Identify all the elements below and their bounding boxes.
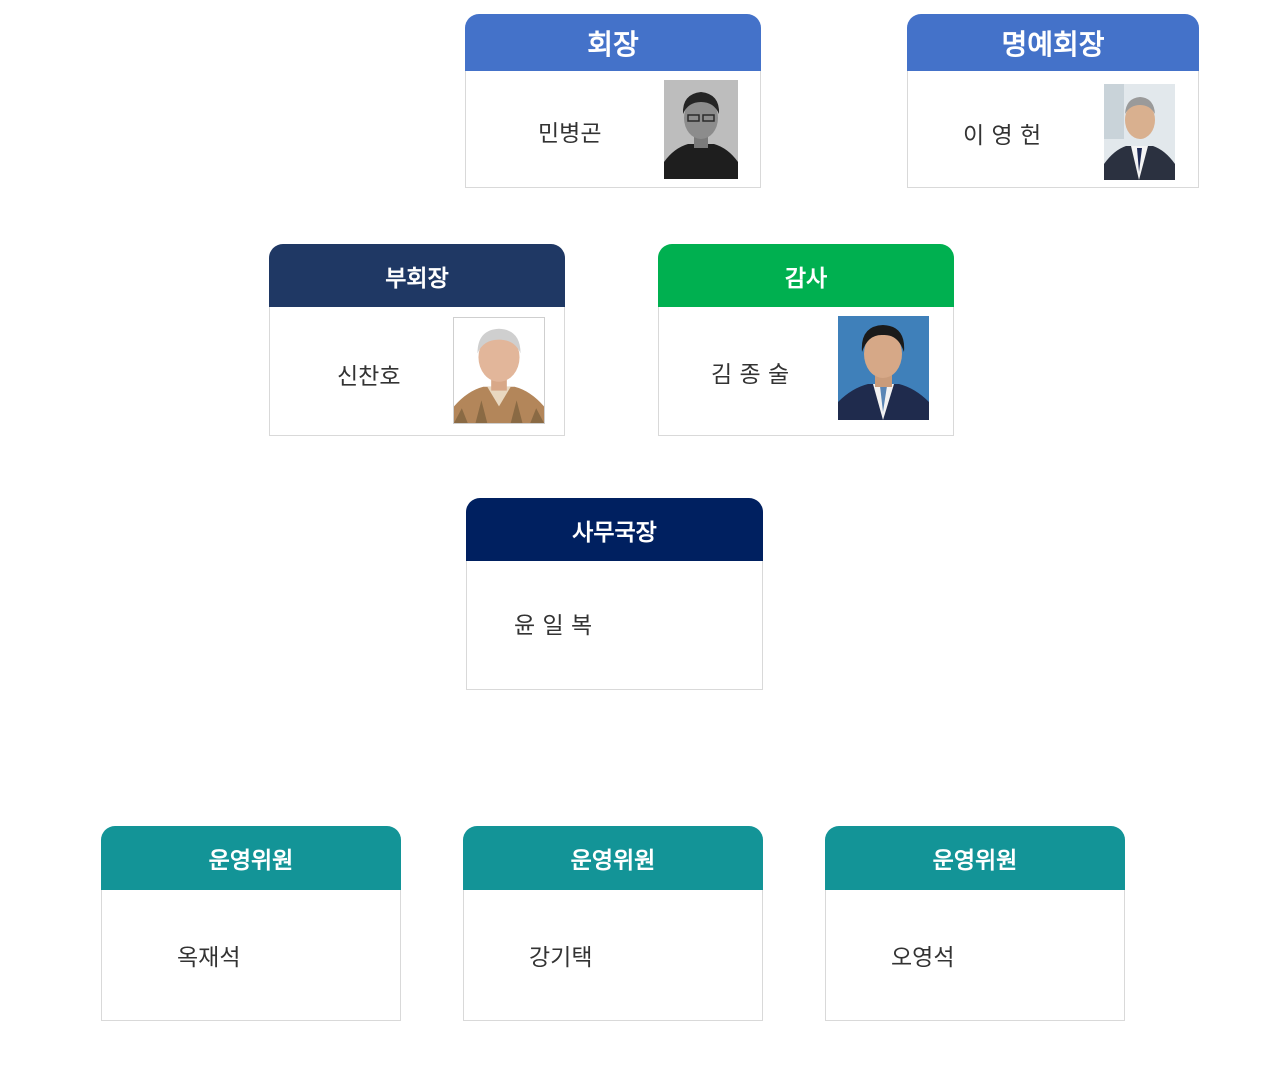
auditor-name: 김 종 술 [711, 362, 790, 388]
secretary-general-body: 윤 일 복 [466, 561, 763, 690]
secretary-general-card: 사무국장 윤 일 복 [466, 498, 763, 690]
president-card: 회장 민병곤 [465, 14, 761, 188]
committee-member-body-1: 옥재석 [101, 890, 401, 1021]
portrait-suit-photo-icon [838, 316, 929, 420]
vice-president-name: 신찬호 [337, 364, 401, 390]
committee-member-card-3: 운영위원 오영석 [825, 826, 1125, 1021]
committee-member-body-2: 강기택 [463, 890, 763, 1021]
committee-member-name-3: 오영석 [891, 945, 955, 971]
committee-member-title-2: 운영위원 [463, 826, 763, 890]
vice-president-card: 부회장 신찬호 [269, 244, 565, 436]
president-title: 회장 [465, 14, 761, 71]
auditor-card: 감사 김 종 술 [658, 244, 954, 436]
committee-member-card-2: 운영위원 강기택 [463, 826, 763, 1021]
auditor-title: 감사 [658, 244, 954, 307]
committee-member-body-3: 오영석 [825, 890, 1125, 1021]
vice-president-body: 신찬호 [269, 307, 565, 436]
honorary-president-body: 이 영 헌 [907, 71, 1199, 188]
portrait-grayscale-photo-icon [664, 80, 738, 179]
committee-member-name-2: 강기택 [529, 945, 593, 971]
vice-president-title: 부회장 [269, 244, 565, 307]
portrait-suit-photo-icon [1104, 84, 1175, 180]
honorary-president-name: 이 영 헌 [963, 123, 1042, 149]
president-body: 민병곤 [465, 71, 761, 188]
committee-member-card-1: 운영위원 옥재석 [101, 826, 401, 1021]
auditor-body: 김 종 술 [658, 307, 954, 436]
committee-member-title-3: 운영위원 [825, 826, 1125, 890]
honorary-president-title: 명예회장 [907, 14, 1199, 71]
president-name: 민병곤 [538, 121, 602, 147]
honorary-president-card: 명예회장 이 영 헌 [907, 14, 1199, 188]
secretary-general-name: 윤 일 복 [514, 613, 593, 639]
committee-member-name-1: 옥재석 [177, 945, 241, 971]
secretary-general-title: 사무국장 [466, 498, 763, 561]
portrait-photo-icon [453, 317, 545, 424]
committee-member-title-1: 운영위원 [101, 826, 401, 890]
